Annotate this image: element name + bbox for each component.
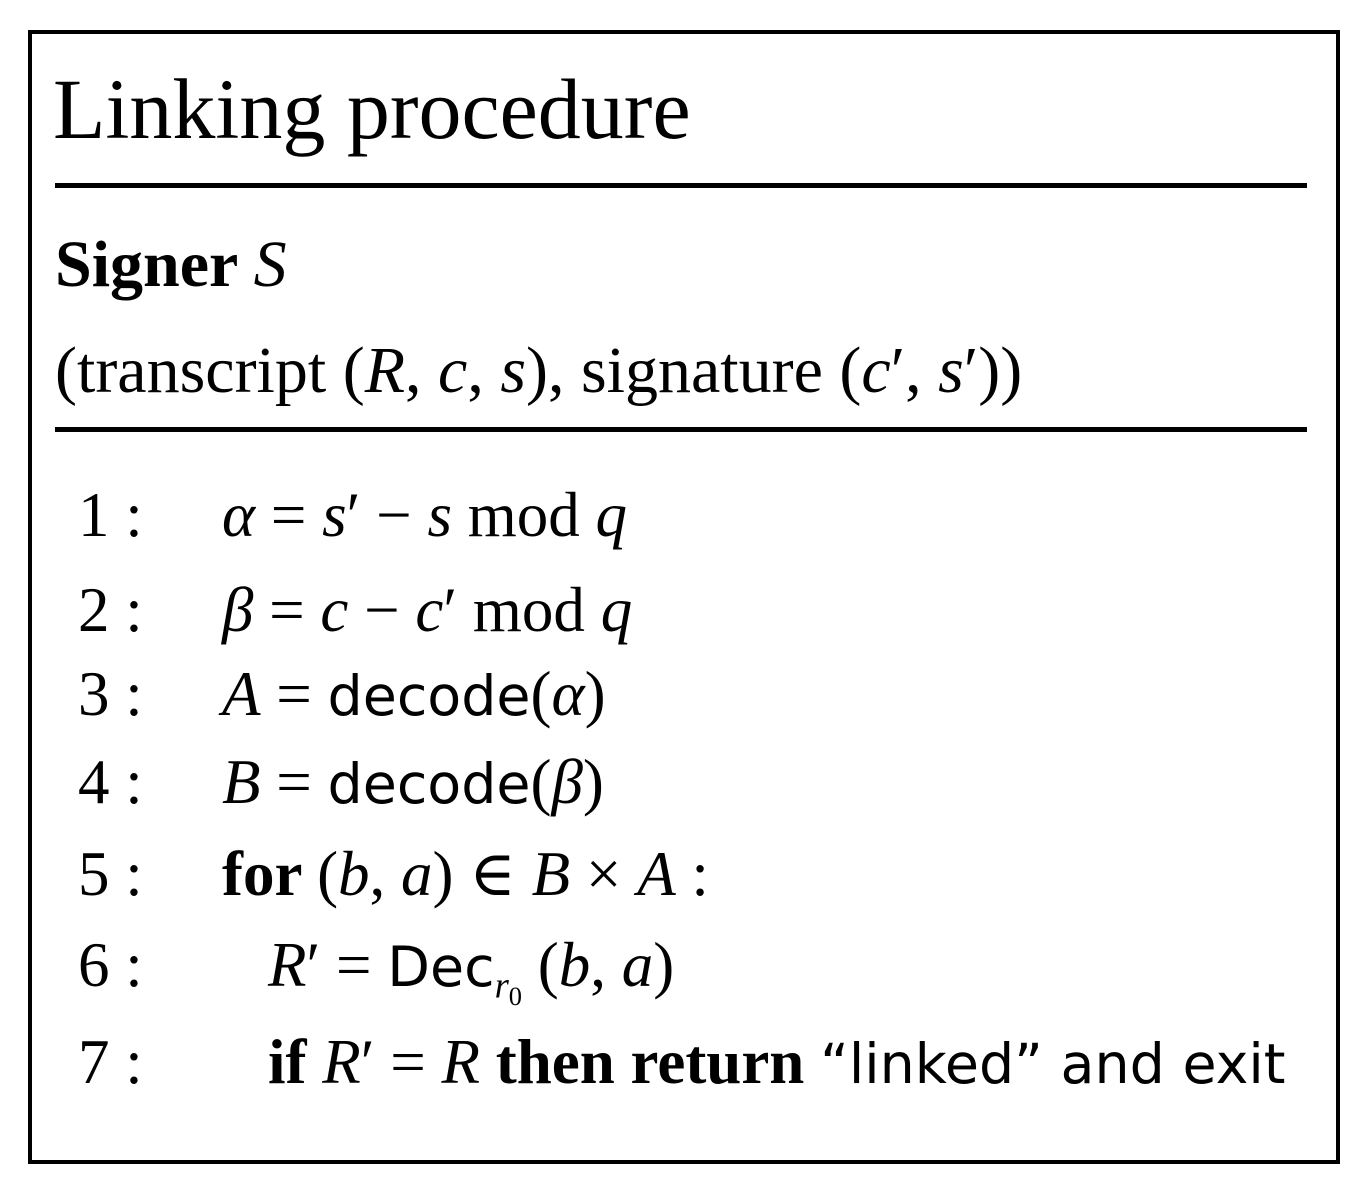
text-segment: , [467, 334, 501, 407]
step-number: 2 : [78, 575, 143, 645]
text-segment: R [322, 1027, 361, 1097]
text-segment: − [360, 480, 428, 550]
step-number: 7 : [78, 1027, 143, 1097]
text-segment: c [861, 334, 891, 407]
text-segment: decode [327, 665, 531, 729]
text-segment: : [675, 839, 709, 909]
text-segment: ( [522, 930, 559, 1000]
text-segment: q [600, 575, 633, 645]
text-segment: mod [451, 480, 596, 550]
step-code: A = decode(α) [222, 663, 606, 726]
figure-title: Linking procedure [53, 61, 691, 157]
text-segment: = [260, 747, 328, 817]
text-segment: B [222, 747, 261, 817]
step-number: 1 : [78, 480, 143, 550]
text-segment: ( [317, 839, 339, 909]
text-segment: if [268, 1027, 323, 1097]
text-segment: = [255, 480, 323, 550]
step-number: 3 : [78, 659, 143, 729]
text-segment: β [551, 747, 583, 817]
text-segment: ′ [963, 334, 979, 407]
header-divider [55, 427, 1307, 432]
text-segment: s [322, 480, 347, 550]
text-segment: r [494, 964, 509, 1006]
step-code: if R′ = R then return “linked” and exit [268, 1031, 1286, 1094]
text-segment: , [905, 334, 939, 407]
text-segment: ′ [890, 334, 906, 407]
text-segment: s [427, 480, 452, 550]
text-segment: × [570, 839, 638, 909]
text-segment: ′ [443, 575, 458, 645]
text-segment: α [551, 659, 585, 729]
text-segment: c [415, 575, 444, 645]
text-segment: ( [530, 747, 552, 817]
text-segment: 0 [508, 981, 523, 1012]
signer-symbol: S [253, 228, 287, 301]
text-segment: ( [530, 659, 552, 729]
text-segment: a [621, 930, 654, 1000]
text-segment: ′ [306, 930, 321, 1000]
text-segment: c [438, 334, 468, 407]
text-segment: a [401, 839, 433, 909]
step-code: R′ = Decr0 (b, a) [268, 934, 674, 1010]
step-number: 5 : [78, 839, 143, 909]
text-segment: , [590, 930, 622, 1000]
text-segment: ′ [360, 1027, 375, 1097]
text-segment: and exit [1042, 1033, 1286, 1097]
text-segment: (transcript ( [55, 334, 365, 407]
text-segment: “linked” [820, 1033, 1043, 1097]
text-segment: A [222, 659, 261, 729]
text-segment: b [558, 930, 591, 1000]
text-segment: ) [653, 930, 675, 1000]
text-segment: A [637, 839, 676, 909]
text-segment: )) [978, 334, 1023, 407]
text-segment: , [405, 334, 439, 407]
text-segment: mod [457, 575, 601, 645]
text-segment: α [222, 480, 256, 550]
text-segment: = [320, 930, 388, 1000]
text-segment: q [595, 480, 628, 550]
text-segment: R [441, 1027, 481, 1097]
step-code: β = c − c′ mod q [222, 579, 632, 642]
text-segment: decode [327, 753, 531, 817]
text-segment: ) ∈ [432, 839, 532, 909]
text-segment: − [348, 575, 416, 645]
text-segment: ) [584, 659, 606, 729]
text-segment: β [222, 575, 254, 645]
text-segment: then return [480, 1027, 821, 1097]
text-segment: b [338, 839, 370, 909]
step-number: 4 : [78, 747, 143, 817]
text-segment: R [268, 930, 307, 1000]
step-code: B = decode(β) [222, 751, 604, 814]
figure-border [28, 30, 1340, 1164]
text-segment: R [364, 334, 406, 407]
text-segment: = [253, 575, 321, 645]
text-segment: c [320, 575, 349, 645]
signer-inputs: (transcript (R, c, s), signature (c′, s′… [55, 338, 1022, 404]
signer-keyword: Signer [55, 228, 254, 301]
text-segment: = [260, 659, 328, 729]
step-code: α = s′ − s mod q [222, 484, 627, 547]
text-segment: B [531, 839, 571, 909]
signer-heading: Signer S [55, 232, 287, 298]
text-segment: ), signature ( [526, 334, 862, 407]
step-code: for (b, a) ∈ B × A : [222, 843, 709, 906]
text-segment: s [938, 334, 964, 407]
title-divider [55, 183, 1307, 188]
text-segment: s [500, 334, 527, 407]
text-segment: Dec [387, 936, 495, 1000]
step-number: 6 : [78, 930, 143, 1000]
text-segment: = [374, 1027, 442, 1097]
text-segment: ) [582, 747, 604, 817]
text-segment: for [222, 839, 318, 909]
text-segment: ′ [346, 480, 361, 550]
text-segment: , [369, 839, 402, 909]
